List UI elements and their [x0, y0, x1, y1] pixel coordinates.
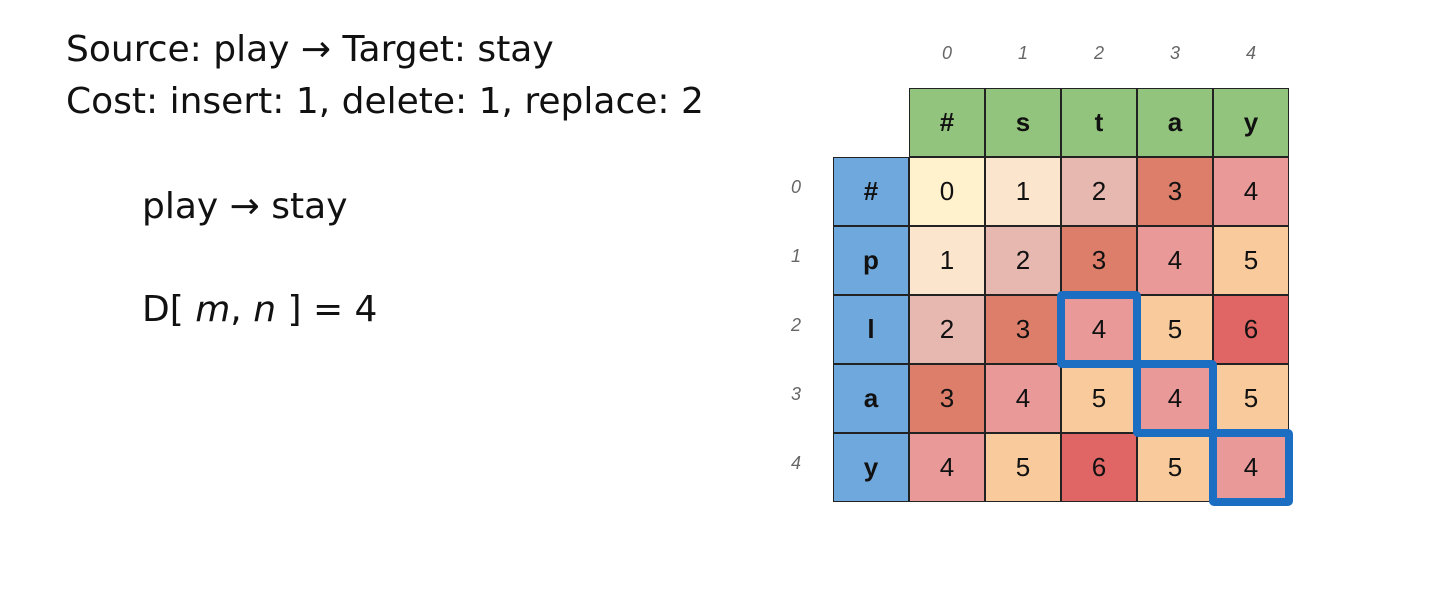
column-index: 2: [1093, 43, 1104, 63]
matrix-cell: 5: [1213, 226, 1289, 295]
matrix-cell: 4: [1137, 364, 1213, 433]
matrix-cell: 5: [1061, 364, 1137, 433]
path-highlight: [1133, 360, 1217, 437]
matrix-cell: 4: [1137, 226, 1213, 295]
matrix-cell: 4: [1061, 295, 1137, 364]
target-char-cell: s: [985, 88, 1061, 157]
row-index: 0: [790, 177, 801, 197]
matrix-cell: 5: [1137, 295, 1213, 364]
transform-label: play → stay: [142, 186, 348, 227]
row-index: 4: [790, 453, 801, 473]
matrix-cell: 4: [909, 433, 985, 502]
column-index: 4: [1245, 43, 1256, 63]
path-highlight: [1209, 429, 1293, 506]
distance-suffix: ] = 4: [276, 289, 378, 330]
matrix-cell: 3: [985, 295, 1061, 364]
matrix-cell: 1: [985, 157, 1061, 226]
column-index: 0: [941, 43, 952, 63]
source-char-cell: y: [833, 433, 909, 502]
matrix-cell: 2: [985, 226, 1061, 295]
matrix-cell: 5: [985, 433, 1061, 502]
matrix-cell: 6: [1061, 433, 1137, 502]
target-char-cell: t: [1061, 88, 1137, 157]
matrix-cell: 1: [909, 226, 985, 295]
matrix-cell: 2: [1061, 157, 1137, 226]
source-char-cell: l: [833, 295, 909, 364]
row-index: 1: [790, 246, 801, 266]
matrix-cell: 5: [1137, 433, 1213, 502]
matrix-cell: 5: [1213, 364, 1289, 433]
distance-m: m: [195, 289, 231, 330]
target-char-cell: y: [1213, 88, 1289, 157]
path-highlight: [1057, 291, 1141, 368]
matrix-cell: 3: [909, 364, 985, 433]
distance-result: D[ m, n ] = 4: [142, 290, 377, 330]
column-index: 3: [1169, 43, 1180, 63]
matrix-cell: 0: [909, 157, 985, 226]
cost-label: Cost: insert: 1, delete: 1, replace: 2: [66, 81, 704, 122]
matrix-cell: 4: [985, 364, 1061, 433]
source-target-label: Source: play → Target: stay: [66, 29, 554, 70]
matrix-cell: 4: [1213, 433, 1289, 502]
row-index: 2: [790, 315, 801, 335]
row-index: 3: [790, 384, 801, 404]
source-char-cell: a: [833, 364, 909, 433]
source-char-cell: #: [833, 157, 909, 226]
distance-comma: ,: [230, 289, 254, 330]
matrix-cell: 4: [1213, 157, 1289, 226]
matrix-cell: 6: [1213, 295, 1289, 364]
distance-n: n: [253, 289, 277, 330]
column-index: 1: [1017, 43, 1028, 63]
source-char-cell: p: [833, 226, 909, 295]
target-char-cell: #: [909, 88, 985, 157]
matrix-cell: 2: [909, 295, 985, 364]
matrix-cell: 3: [1137, 157, 1213, 226]
target-char-cell: a: [1137, 88, 1213, 157]
distance-prefix: D[: [142, 289, 196, 330]
matrix-cell: 3: [1061, 226, 1137, 295]
